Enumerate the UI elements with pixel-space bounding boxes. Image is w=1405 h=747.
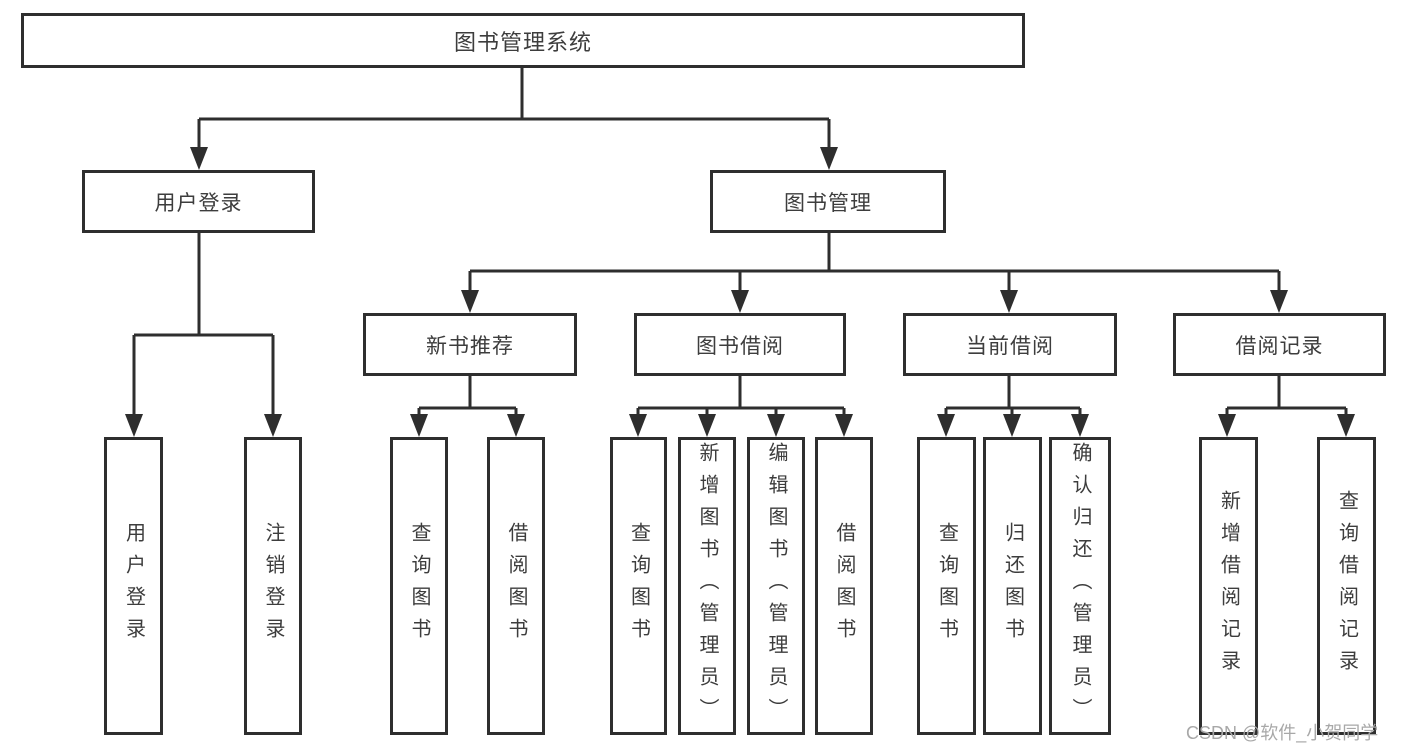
node-book-borrowing: 图书借阅 (634, 313, 846, 376)
node-label: 新书推荐 (426, 334, 514, 358)
arrow-down-icon (264, 414, 282, 437)
arrow-down-icon (629, 414, 647, 437)
arrow-down-icon (1270, 290, 1288, 313)
node-label: 用户登录 (122, 522, 145, 650)
node-leaf-logout: 注销登录 (244, 437, 302, 735)
arrowheads (125, 147, 1355, 437)
node-borrowing-records: 借阅记录 (1173, 313, 1386, 376)
node-leaf-borrow-books-recommend: 借阅图书 (487, 437, 545, 735)
node-leaf-query-books-current: 查询图书 (917, 437, 976, 735)
node-label: 借阅图书 (505, 522, 527, 650)
arrow-down-icon (820, 147, 838, 170)
node-label: 图书管理系统 (453, 29, 592, 55)
node-library-management-system: 图书管理系统 (21, 13, 1025, 68)
arrow-down-icon (937, 414, 955, 437)
node-label: 借阅图书 (833, 522, 855, 650)
arrow-down-icon (190, 147, 208, 170)
node-label: 归还图书 (1001, 522, 1024, 650)
node-label: 确认归还（管理员） (1069, 442, 1091, 730)
node-label: 新增借阅记录 (1217, 490, 1240, 682)
node-leaf-query-borrow-record: 查询借阅记录 (1317, 437, 1376, 735)
node-leaf-query-books-recommend: 查询图书 (390, 437, 448, 735)
node-label: 新增图书（管理员） (696, 442, 718, 730)
node-leaf-edit-books-admin: 编辑图书（管理员） (747, 437, 805, 735)
arrow-down-icon (125, 414, 143, 437)
node-label: 注销登录 (262, 522, 284, 650)
node-leaf-confirm-return-admin: 确认归还（管理员） (1049, 437, 1111, 735)
arrow-down-icon (1071, 414, 1089, 437)
arrow-down-icon (1337, 414, 1355, 437)
node-label: 图书管理 (784, 191, 872, 215)
node-new-book-recommend: 新书推荐 (363, 313, 577, 376)
node-label: 当前借阅 (966, 334, 1054, 358)
node-label: 用户登录 (154, 191, 243, 215)
node-book-management: 图书管理 (710, 170, 946, 233)
arrow-down-icon (835, 414, 853, 437)
node-leaf-add-borrow-record: 新增借阅记录 (1199, 437, 1258, 735)
arrow-down-icon (507, 414, 525, 437)
arrow-down-icon (731, 290, 749, 313)
node-leaf-return-books: 归还图书 (983, 437, 1042, 735)
arrow-down-icon (1218, 414, 1236, 437)
node-current-borrowing: 当前借阅 (903, 313, 1117, 376)
node-leaf-user-login: 用户登录 (104, 437, 163, 735)
arrow-down-icon (410, 414, 428, 437)
arrow-down-icon (698, 414, 716, 437)
node-label: 编辑图书（管理员） (765, 442, 787, 730)
arrow-down-icon (1000, 290, 1018, 313)
csdn-watermark: CSDN @软件_小贺同学 (1186, 723, 1379, 743)
arrow-down-icon (767, 414, 785, 437)
node-leaf-add-books-admin: 新增图书（管理员） (678, 437, 736, 735)
node-label: 查询图书 (627, 522, 650, 650)
node-label: 查询图书 (935, 522, 958, 650)
node-leaf-borrow-books: 借阅图书 (815, 437, 873, 735)
node-label: 图书借阅 (696, 334, 784, 358)
node-user-login: 用户登录 (82, 170, 315, 233)
node-label: 查询图书 (408, 522, 430, 650)
node-leaf-query-books-borrowing: 查询图书 (610, 437, 667, 735)
arrow-down-icon (1003, 414, 1021, 437)
node-label: 借阅记录 (1235, 334, 1324, 358)
connector-stems (132, 66, 1348, 421)
node-label: 查询借阅记录 (1335, 490, 1358, 682)
arrow-down-icon (461, 290, 479, 313)
